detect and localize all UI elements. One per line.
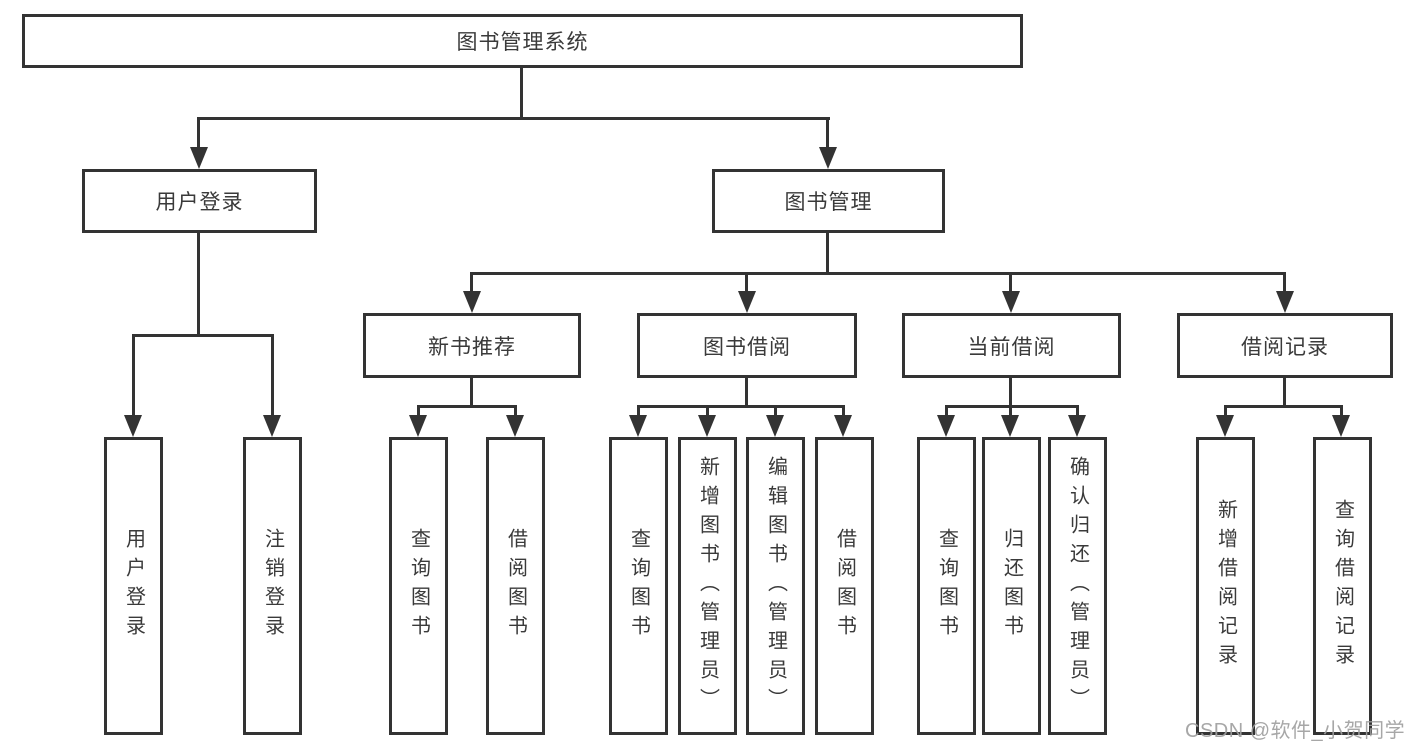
arrowhead-down-icon — [463, 291, 481, 313]
node-label: 图书管理系统 — [456, 31, 589, 54]
arrowhead-down-icon — [937, 415, 955, 437]
connector-line — [842, 405, 845, 417]
connector-line — [1224, 405, 1343, 408]
connector-line — [1224, 405, 1227, 417]
leaf-edit-book-admin: 编辑图书（管理员） — [746, 437, 805, 735]
connector-line — [1283, 272, 1286, 293]
arrowhead-down-icon — [1002, 291, 1020, 313]
leaf-confirm-return-admin: 确认归还（管理员） — [1048, 437, 1107, 735]
connector-line — [417, 405, 517, 408]
node-label: 图书管理 — [784, 191, 873, 214]
arrowhead-down-icon — [819, 147, 837, 169]
leaf-logout: 注销登录 — [243, 437, 302, 735]
node-label: 新增图书（管理员） — [696, 455, 719, 717]
node-label: 借阅记录 — [1241, 335, 1329, 359]
connector-line — [1076, 405, 1079, 417]
arrowhead-down-icon — [834, 415, 852, 437]
arrowhead-down-icon — [766, 415, 784, 437]
csdn-watermark: CSDN @软件_小贺同学 — [1185, 720, 1405, 742]
node-label: 当前借阅 — [967, 335, 1056, 359]
connector-line — [1283, 378, 1286, 408]
arrowhead-down-icon — [263, 415, 281, 437]
connector-line — [1009, 378, 1012, 408]
arrowhead-down-icon — [1001, 415, 1019, 437]
arrowhead-down-icon — [409, 415, 427, 437]
node-label: 新书推荐 — [428, 335, 516, 359]
connector-line — [197, 117, 200, 149]
node-library-system: 图书管理系统 — [22, 14, 1023, 68]
leaf-query-books: 查询图书 — [389, 437, 448, 735]
node-label: 查询图书 — [407, 528, 430, 644]
leaf-borrow-books: 借阅图书 — [486, 437, 545, 735]
connector-line — [945, 405, 1079, 408]
connector-line — [520, 68, 523, 119]
leaf-user-login: 用户登录 — [104, 437, 163, 735]
node-new-book-recommend: 新书推荐 — [363, 313, 581, 378]
node-label: 用户登录 — [155, 191, 244, 214]
node-current-borrowing: 当前借阅 — [902, 313, 1121, 378]
leaf-query-borrow-record: 查询借阅记录 — [1313, 437, 1372, 735]
leaf-borrow-books: 借阅图书 — [815, 437, 874, 735]
node-label: 图书借阅 — [703, 335, 791, 359]
node-label: 借阅图书 — [504, 528, 527, 644]
arrowhead-down-icon — [124, 415, 142, 437]
arrowhead-down-icon — [698, 415, 716, 437]
arrowhead-down-icon — [1276, 291, 1294, 313]
connector-line — [417, 405, 420, 417]
arrowhead-down-icon — [629, 415, 647, 437]
node-borrowing-records: 借阅记录 — [1177, 313, 1393, 378]
connector-line — [1009, 272, 1012, 293]
node-label: 用户登录 — [122, 528, 145, 644]
connector-line — [706, 405, 709, 417]
leaf-query-books: 查询图书 — [609, 437, 668, 735]
connector-line — [470, 378, 473, 408]
arrowhead-down-icon — [1068, 415, 1086, 437]
arrowhead-down-icon — [190, 147, 208, 169]
connector-line — [1009, 405, 1012, 417]
connector-line — [637, 405, 640, 417]
leaf-query-books: 查询图书 — [917, 437, 976, 735]
node-book-management: 图书管理 — [712, 169, 945, 233]
node-label: 借阅图书 — [833, 528, 856, 644]
leaf-return-books: 归还图书 — [982, 437, 1041, 735]
connector-line — [637, 405, 845, 408]
connector-line — [1340, 405, 1343, 417]
connector-line — [774, 405, 777, 417]
node-label: 查询图书 — [627, 528, 650, 644]
leaf-add-borrow-record: 新增借阅记录 — [1196, 437, 1255, 735]
connector-line — [826, 233, 829, 275]
arrowhead-down-icon — [1332, 415, 1350, 437]
connector-line — [745, 378, 748, 408]
connector-line — [197, 233, 200, 336]
leaf-add-book-admin: 新增图书（管理员） — [678, 437, 737, 735]
connector-line — [470, 272, 1286, 275]
node-label: 新增借阅记录 — [1214, 499, 1237, 673]
arrowhead-down-icon — [506, 415, 524, 437]
connector-line — [945, 405, 948, 417]
node-label: 确认归还（管理员） — [1066, 455, 1089, 717]
connector-line — [514, 405, 517, 417]
arrowhead-down-icon — [738, 291, 756, 313]
arrowhead-down-icon — [1216, 415, 1234, 437]
connector-line — [132, 334, 274, 337]
connector-line — [826, 117, 829, 149]
node-label: 查询图书 — [935, 528, 958, 644]
node-label: 注销登录 — [261, 528, 284, 644]
connector-line — [132, 334, 135, 417]
node-user-login: 用户登录 — [82, 169, 317, 233]
connector-line — [197, 117, 830, 120]
node-label: 归还图书 — [1000, 528, 1023, 644]
node-book-borrowing: 图书借阅 — [637, 313, 857, 378]
connector-line — [271, 334, 274, 417]
node-label: 编辑图书（管理员） — [764, 455, 787, 717]
connector-line — [745, 272, 748, 293]
connector-line — [470, 272, 473, 293]
node-label: 查询借阅记录 — [1331, 499, 1354, 673]
